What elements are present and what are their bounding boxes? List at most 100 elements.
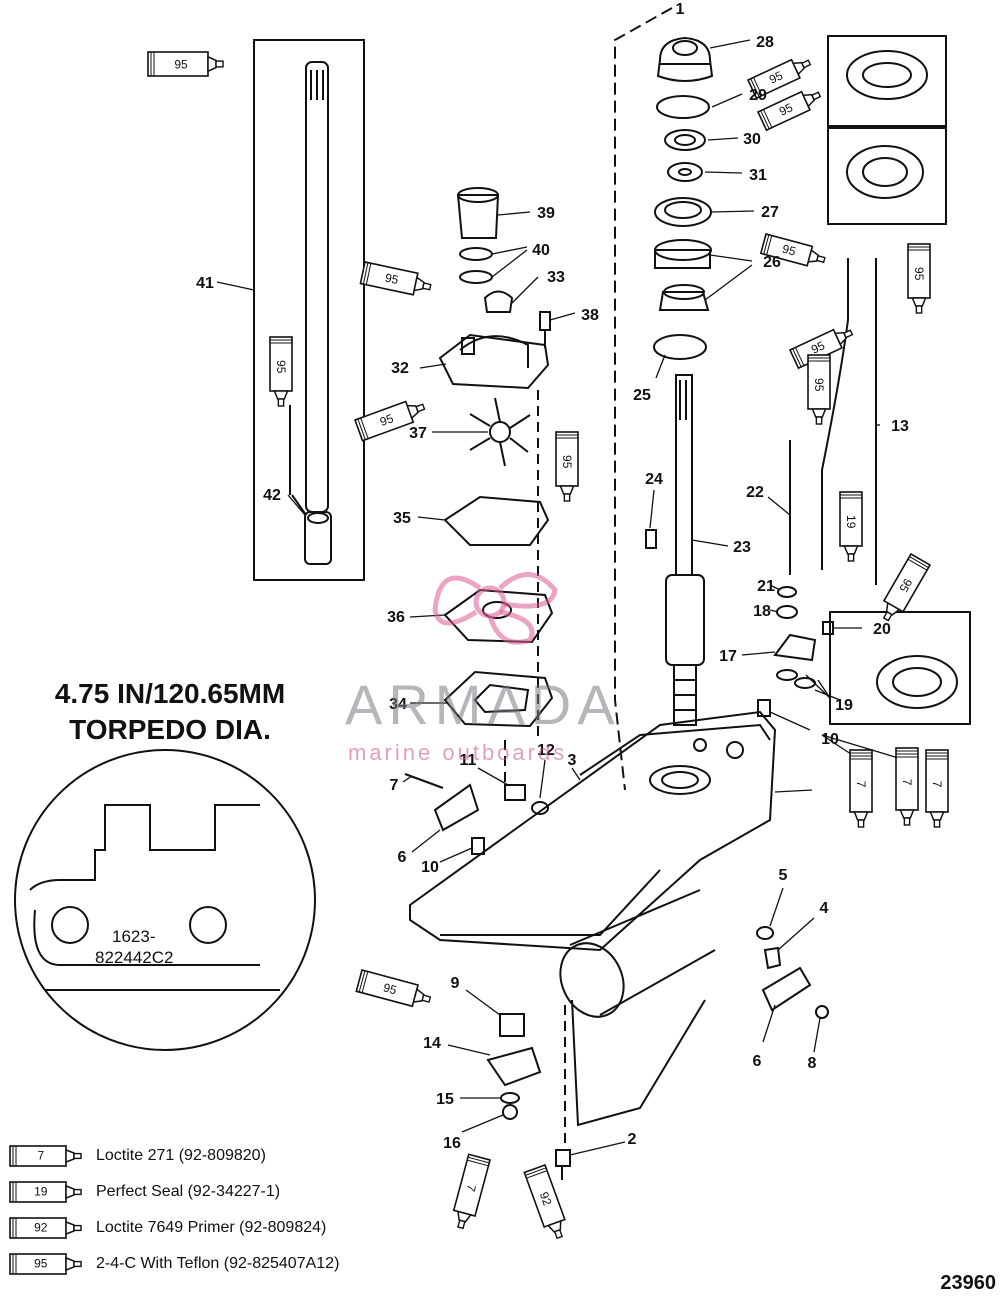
inset-box-29 — [827, 35, 947, 127]
tube-95-icon: 95 — [746, 58, 812, 100]
tube-95-icon: 95 — [807, 354, 831, 425]
tube-label: 19 — [844, 515, 858, 529]
tube-label: 7 — [37, 1149, 44, 1163]
tube-label: 19 — [34, 1185, 48, 1199]
callout-15: 15 — [436, 1091, 454, 1108]
callout-29: 29 — [749, 87, 767, 104]
inset-box-31 — [827, 127, 947, 225]
part-11 — [504, 784, 526, 801]
part-bearing-26 — [654, 249, 711, 269]
part-cup-27 — [654, 197, 712, 227]
tube-label: 95 — [34, 1257, 48, 1271]
tube-label: 95 — [781, 242, 798, 259]
tube-95-icon: 95 — [355, 969, 432, 1008]
tube-label: 95 — [382, 980, 399, 997]
callout-18: 18 — [753, 603, 771, 620]
tube-label: 92 — [537, 1190, 555, 1208]
legend-text: Loctite 271 (92-809820) — [96, 1147, 266, 1164]
part-8 — [815, 1005, 829, 1019]
callout-27: 27 — [761, 204, 779, 221]
legend-text: Perfect Seal (92-34227-1) — [96, 1183, 281, 1200]
callout-38: 38 — [581, 307, 599, 324]
callout-6: 6 — [753, 1053, 762, 1070]
callout-10: 10 — [821, 731, 839, 748]
callout-16: 16 — [443, 1135, 461, 1152]
part-37 — [469, 397, 531, 467]
tube-95-icon: 95 — [269, 336, 293, 407]
callout-26: 26 — [763, 254, 781, 271]
watermark-logo — [432, 572, 558, 645]
tube-label: 7 — [463, 1183, 478, 1193]
inset-label-line2: 822442C2 — [95, 948, 173, 967]
part-21 — [777, 586, 797, 598]
tube-label: 95 — [777, 100, 795, 118]
part-ring-25 — [653, 334, 707, 360]
part-cap — [656, 36, 714, 82]
callout-11: 11 — [460, 752, 477, 769]
tube-label: 95 — [812, 378, 826, 392]
callout-6: 6 — [398, 849, 407, 866]
callout-23: 23 — [733, 539, 751, 556]
callout-14: 14 — [423, 1035, 441, 1052]
callout-5: 5 — [779, 867, 788, 884]
callout-12: 12 — [537, 742, 555, 759]
part-34 — [443, 670, 554, 728]
part-washer-31 — [667, 162, 703, 182]
callout-42: 42 — [263, 487, 281, 504]
callout-30: 30 — [743, 131, 761, 148]
callout-40: 40 — [532, 242, 550, 259]
part-oring-29 — [656, 95, 710, 119]
part-40b — [459, 270, 493, 284]
legend-text: 2-4-C With Teflon (92-825407A12) — [96, 1255, 340, 1272]
callout-13: 13 — [891, 418, 909, 435]
tube-label: 7 — [854, 781, 868, 788]
tube-95-icon: 95 — [9, 1253, 82, 1275]
tube-label: 95 — [378, 411, 396, 429]
callout-41: 41 — [196, 275, 214, 292]
tube-label: 95 — [767, 68, 785, 86]
tube-label: 95 — [560, 455, 574, 469]
callout-33: 33 — [547, 269, 565, 286]
part-35 — [443, 495, 550, 546]
part-33 — [483, 290, 514, 313]
part-10-upper — [757, 699, 771, 717]
tube-label: 7 — [900, 779, 914, 786]
gear-housing — [409, 710, 777, 952]
tube-95-icon: 95 — [759, 233, 826, 267]
callout-10: 10 — [421, 859, 439, 876]
legend-row: 92 Loctite 7649 Primer (92-809824) — [8, 1210, 339, 1246]
part-14 — [486, 1046, 542, 1087]
part-shaft-23 — [675, 374, 693, 576]
tube-7-icon: 7 — [925, 749, 949, 828]
part-16 — [502, 1104, 518, 1120]
part-18 — [776, 605, 798, 619]
part-15 — [500, 1092, 520, 1104]
part-4 — [763, 946, 782, 970]
callout-32: 32 — [391, 360, 409, 377]
tube-7-icon: 7 — [9, 1145, 82, 1167]
legend-row: 19 Perfect Seal (92-34227-1) — [8, 1174, 339, 1210]
lubricant-legend: 7 Loctite 271 (92-809820) 19 Perfect Sea… — [8, 1138, 339, 1282]
tube-95-icon: 95 — [359, 261, 432, 296]
callout-28: 28 — [756, 34, 774, 51]
part-key-24 — [645, 529, 657, 549]
part-6-right — [761, 966, 812, 1012]
tube-icon: 19 — [9, 1181, 82, 1203]
legend-text: Loctite 7649 Primer (92-809824) — [96, 1219, 327, 1236]
tube-95-icon: 95 — [907, 243, 931, 314]
part-39 — [456, 194, 500, 239]
tube-label: 95 — [896, 576, 915, 595]
callout-19: 19 — [835, 697, 853, 714]
part-20 — [822, 621, 834, 635]
tube-7-icon: 7 — [895, 747, 919, 826]
inset-label-line1: 1623- — [112, 927, 155, 946]
title-line-2: TORPEDO DIA. — [69, 714, 271, 745]
tube-95-icon: 95 — [756, 90, 822, 132]
callout-24: 24 — [645, 471, 663, 488]
torpedo-nose — [559, 942, 625, 1018]
part-seal-30 — [664, 129, 706, 151]
tube-icon: 7 — [9, 1145, 82, 1167]
part-12 — [531, 801, 549, 815]
callout-21: 21 — [757, 578, 775, 595]
